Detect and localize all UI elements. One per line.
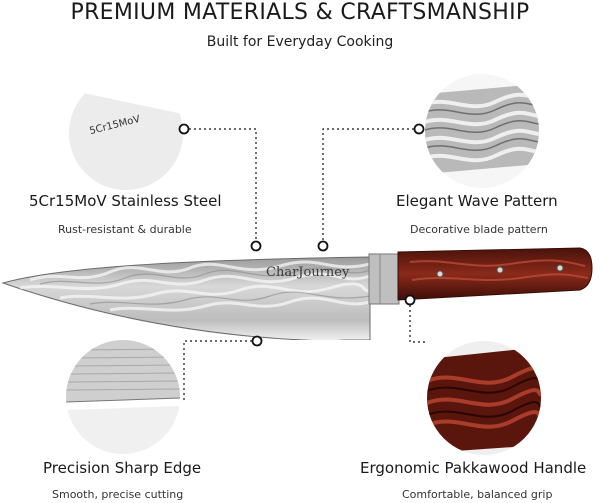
wave-pattern-image: [425, 74, 539, 188]
connector-wave: [322, 128, 414, 241]
handle-closeup-image: [427, 341, 541, 455]
feature-wave-title: Elegant Wave Pattern: [396, 192, 558, 210]
steel-closeup-image: 5Cr15MoV: [69, 76, 183, 190]
feature-handle-description: Comfortable, balanced grip: [402, 488, 553, 501]
feature-steel-description: Rust-resistant & durable: [58, 223, 192, 236]
connector-edge: [183, 340, 252, 400]
connector-dot: [413, 123, 425, 135]
feature-edge-description: Smooth, precise cutting: [52, 488, 184, 501]
blade-edge-icon: [66, 340, 180, 454]
connector-steel: [189, 128, 257, 241]
feature-handle-title: Ergonomic Pakkawood Handle: [360, 459, 587, 477]
damascus-pattern-icon: [425, 74, 539, 188]
brand-watermark: CharJourney: [266, 265, 350, 280]
chef-knife-image: [1, 247, 593, 340]
page-title: PREMIUM MATERIALS & CRAFTSMANSHIP: [70, 0, 530, 25]
feature-steel-title: 5Cr15MoV Stainless Steel: [29, 192, 222, 210]
pakkawood-handle-icon: [427, 341, 541, 455]
feature-wave-description: Decorative blade pattern: [410, 223, 548, 236]
sharp-edge-image: [66, 340, 180, 454]
steel-closeup-icon: [69, 76, 183, 190]
feature-edge-title: Precision Sharp Edge: [43, 459, 202, 477]
page-subtitle: Built for Everyday Cooking: [206, 34, 394, 50]
